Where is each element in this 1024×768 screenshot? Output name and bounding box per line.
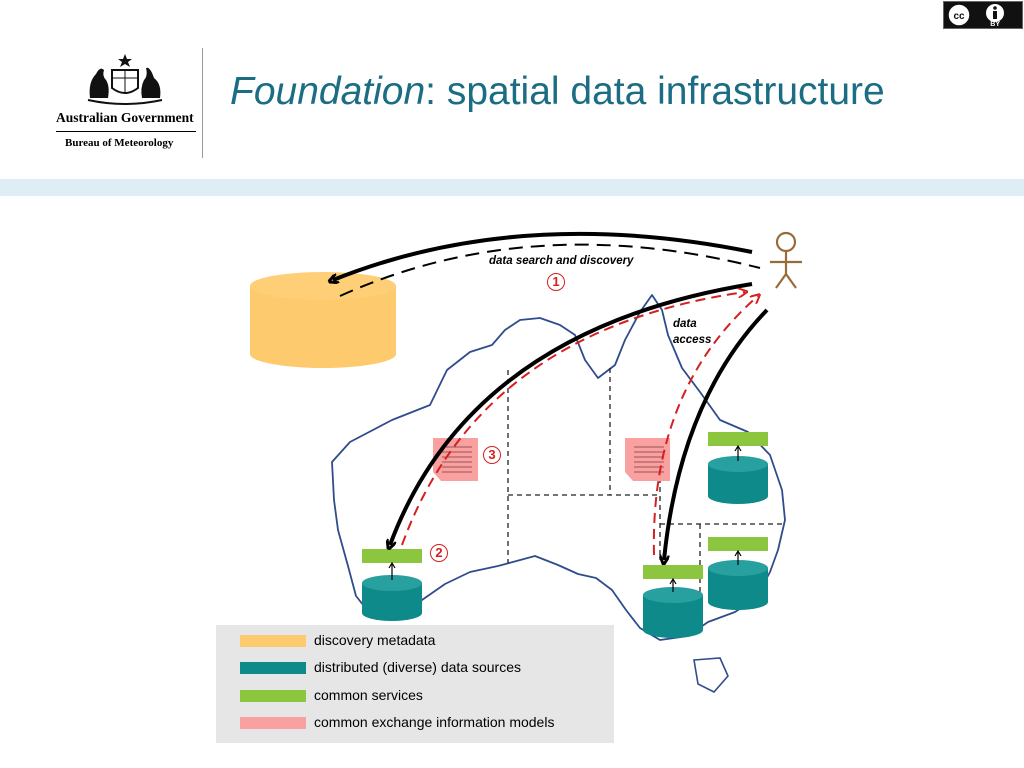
discovery-query-arrow [333, 231, 753, 280]
page-title-emphasis: Foundation [230, 70, 426, 113]
data-source-west [362, 549, 422, 621]
logo-divider [202, 48, 203, 158]
header-banner [0, 179, 1024, 196]
discovery-metadata-store [250, 272, 396, 368]
legend-label-metadata: discovery metadata [314, 632, 436, 648]
coat-of-arms-icon [87, 54, 163, 105]
page-title: Foundation: spatial data infrastructure [230, 70, 885, 114]
search-discovery-label: data search and discovery [489, 255, 634, 267]
access-east-arrow [664, 308, 769, 560]
cc-license-badge: cc BY [943, 1, 1023, 29]
user-person-icon [770, 231, 802, 289]
data-source-east-upper [708, 432, 768, 504]
data-access-label-line2: access [673, 334, 712, 346]
step-marker-1: 1 [547, 273, 565, 291]
page-title-rest: : spatial data infrastructure [425, 70, 885, 113]
cc-by-label: BY [990, 21, 1000, 28]
svg-text:cc: cc [953, 11, 965, 22]
legend-swatch-services [240, 690, 306, 702]
exchange-model-document-east [625, 438, 670, 481]
legend: discovery metadata distributed (diverse)… [216, 625, 614, 743]
logo-rule [56, 131, 196, 132]
legend-swatch-metadata [240, 635, 306, 647]
step-marker-3: 3 [483, 446, 501, 464]
step-marker-2: 2 [430, 544, 448, 562]
bureau-name: Bureau of Meteorology [65, 137, 174, 149]
data-access-label-line1: data [673, 318, 697, 330]
legend-label-data-sources: distributed (diverse) data sources [314, 659, 521, 675]
access-west-arrow [390, 282, 753, 545]
access-west-return-arrow [401, 292, 745, 546]
legend-swatch-exchange-models [240, 717, 306, 729]
cc-icon: cc [947, 3, 1004, 27]
legend-label-exchange-models: common exchange information models [314, 714, 555, 730]
data-source-east-lower [708, 537, 768, 610]
tasmania-outline [693, 657, 729, 693]
discovery-response-arrow [339, 243, 761, 297]
legend-label-services: common services [314, 687, 423, 703]
legend-swatch-data-sources [240, 662, 306, 674]
access-east-return-arrow [652, 296, 758, 556]
australia-map-outline [331, 294, 786, 641]
australian-government-logo: Australian Government Bureau of Meteorol… [50, 52, 200, 160]
government-name: Australian Government [56, 110, 194, 125]
data-source-south-east [643, 565, 703, 638]
